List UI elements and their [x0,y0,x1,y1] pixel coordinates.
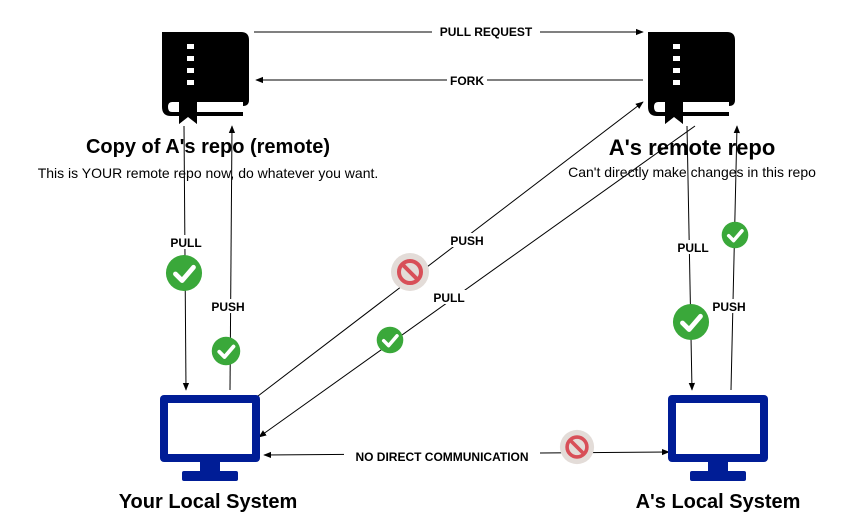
a-push-label: PUSH [712,300,745,314]
node-fork-repo: Copy of A's repo (remote) This is YOUR r… [38,32,379,181]
a-remote-title: A's remote repo [609,135,776,160]
a-pull-label: PULL [677,241,708,255]
repo-book-icon [162,32,249,124]
pull-request-label: PULL REQUEST [440,25,533,39]
check-icon [719,221,751,249]
check-icon [166,255,202,291]
check-icon [374,326,406,354]
a-remote-subtitle: Can't directly make changes in this repo [568,164,816,180]
edge-labels: PULL REQUEST FORK PULL PUSH PUSH PULL PU… [167,25,750,464]
monitor-icon [160,395,260,481]
cross-pull-arrow [258,125,696,438]
your-local-title: Your Local System [119,491,298,513]
monitor-icon [668,395,768,481]
check-icon [673,304,709,340]
node-a-remote-repo: A's remote repo Can't directly make chan… [568,32,816,180]
fork-repo-title: Copy of A's repo (remote) [86,136,330,158]
fork-pull-label: PULL [170,236,201,250]
a-push-arrow [730,125,741,391]
forbidden-icon [390,252,430,292]
node-your-local-system: Your Local System [119,395,298,513]
fork-repo-subtitle: This is YOUR remote repo now, do whateve… [38,165,379,181]
cross-push-arrow [257,101,644,397]
a-pull-arrow [686,125,696,391]
fork-push-label: PUSH [211,300,244,314]
fork-label: FORK [450,74,484,88]
cross-push-label: PUSH [450,234,483,248]
forbidden-icon [559,429,595,465]
no-direct-label: NO DIRECT COMMUNICATION [355,450,528,464]
a-local-title: A's Local System [636,491,801,513]
cross-pull-label: PULL [433,291,464,305]
check-icon [210,336,242,366]
repo-book-icon [648,32,735,124]
node-a-local-system: A's Local System [636,395,801,513]
